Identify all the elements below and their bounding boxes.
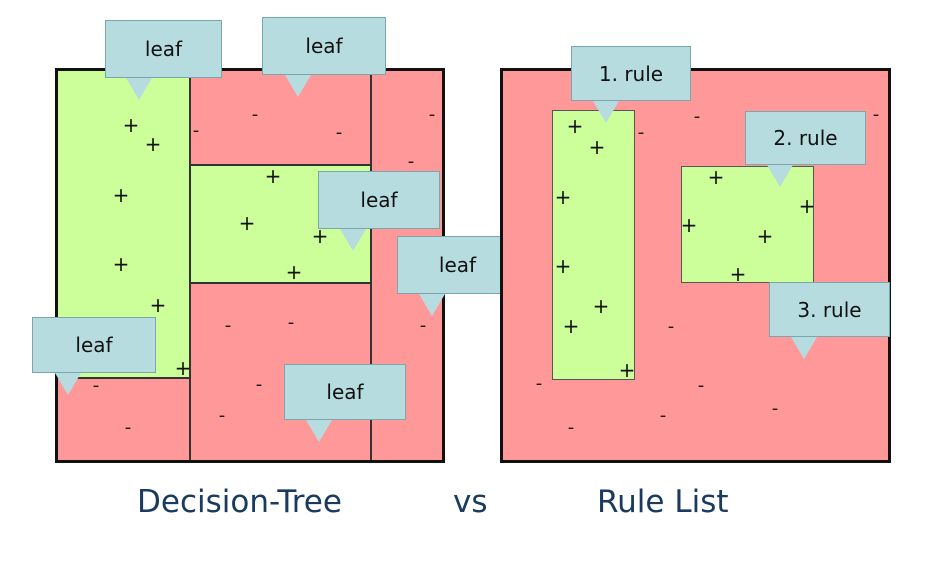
tree-split-line	[189, 69, 191, 462]
positive-example: +	[729, 262, 747, 286]
leaf-label: leaf	[262, 17, 386, 75]
rule-1-region-positive	[552, 110, 635, 380]
positive-example: +	[798, 194, 816, 218]
positive-example: +	[238, 211, 256, 235]
positive-example: +	[174, 356, 192, 380]
callout-pointer	[767, 165, 793, 187]
positive-example: +	[588, 135, 606, 159]
negative-example: -	[419, 315, 427, 336]
negative-example: -	[667, 316, 675, 337]
negative-example: -	[218, 405, 226, 426]
rule-3-label: 3. rule	[769, 282, 890, 337]
callout-pointer	[791, 337, 817, 359]
caption-vs: vs	[453, 484, 488, 520]
callout-pointer	[593, 101, 619, 123]
negative-example: -	[771, 398, 779, 419]
negative-example: -	[697, 375, 705, 396]
negative-example: -	[567, 417, 575, 438]
positive-example: +	[592, 294, 610, 318]
callout-pointer	[306, 420, 332, 442]
callout-pointer	[285, 75, 311, 97]
leaf-label: leaf	[105, 20, 222, 78]
positive-example: +	[112, 183, 130, 207]
negative-example: -	[124, 417, 132, 438]
negative-example: -	[224, 315, 232, 336]
negative-example: -	[693, 106, 701, 127]
negative-example: -	[251, 104, 259, 125]
positive-example: +	[264, 164, 282, 188]
tree-split-line	[191, 164, 371, 166]
tree-split-line	[370, 69, 372, 462]
rule-1-label: 1. rule	[571, 46, 691, 101]
callout-pointer	[419, 294, 445, 316]
negative-example: -	[192, 120, 200, 141]
negative-example: -	[92, 375, 100, 396]
callout-pointer	[126, 78, 152, 100]
positive-example: +	[311, 224, 329, 248]
negative-example: -	[872, 104, 880, 125]
rule-list-frame	[500, 68, 891, 463]
positive-example: +	[618, 358, 636, 382]
tree-split-line	[191, 282, 371, 284]
leaf-label: leaf	[32, 317, 156, 373]
leaf-label: leaf	[284, 364, 406, 420]
negative-example: -	[637, 122, 645, 143]
leaf-label: leaf	[318, 171, 440, 229]
negative-example: -	[407, 151, 415, 172]
positive-example: +	[144, 132, 162, 156]
caption-decision-tree: Decision-Tree	[137, 484, 342, 520]
positive-example: +	[112, 252, 130, 276]
negative-example: -	[659, 405, 667, 426]
callout-pointer	[55, 373, 81, 395]
tree-split-line	[56, 377, 191, 379]
positive-example: +	[554, 254, 572, 278]
rule-2-label: 2. rule	[745, 111, 866, 165]
positive-example: +	[680, 213, 698, 237]
positive-example: +	[554, 185, 572, 209]
negative-example: -	[335, 122, 343, 143]
positive-example: +	[285, 260, 303, 284]
negative-example: -	[287, 312, 295, 333]
positive-example: +	[707, 165, 725, 189]
negative-example: -	[428, 104, 436, 125]
caption-rule-list: Rule List	[597, 484, 729, 520]
leaf-label: leaf	[397, 236, 518, 294]
positive-example: +	[562, 314, 580, 338]
positive-example: +	[149, 293, 167, 317]
negative-example: -	[255, 374, 263, 395]
negative-example: -	[535, 373, 543, 394]
positive-example: +	[756, 224, 774, 248]
positive-example: +	[566, 114, 584, 138]
callout-pointer	[340, 229, 366, 251]
positive-example: +	[122, 113, 140, 137]
